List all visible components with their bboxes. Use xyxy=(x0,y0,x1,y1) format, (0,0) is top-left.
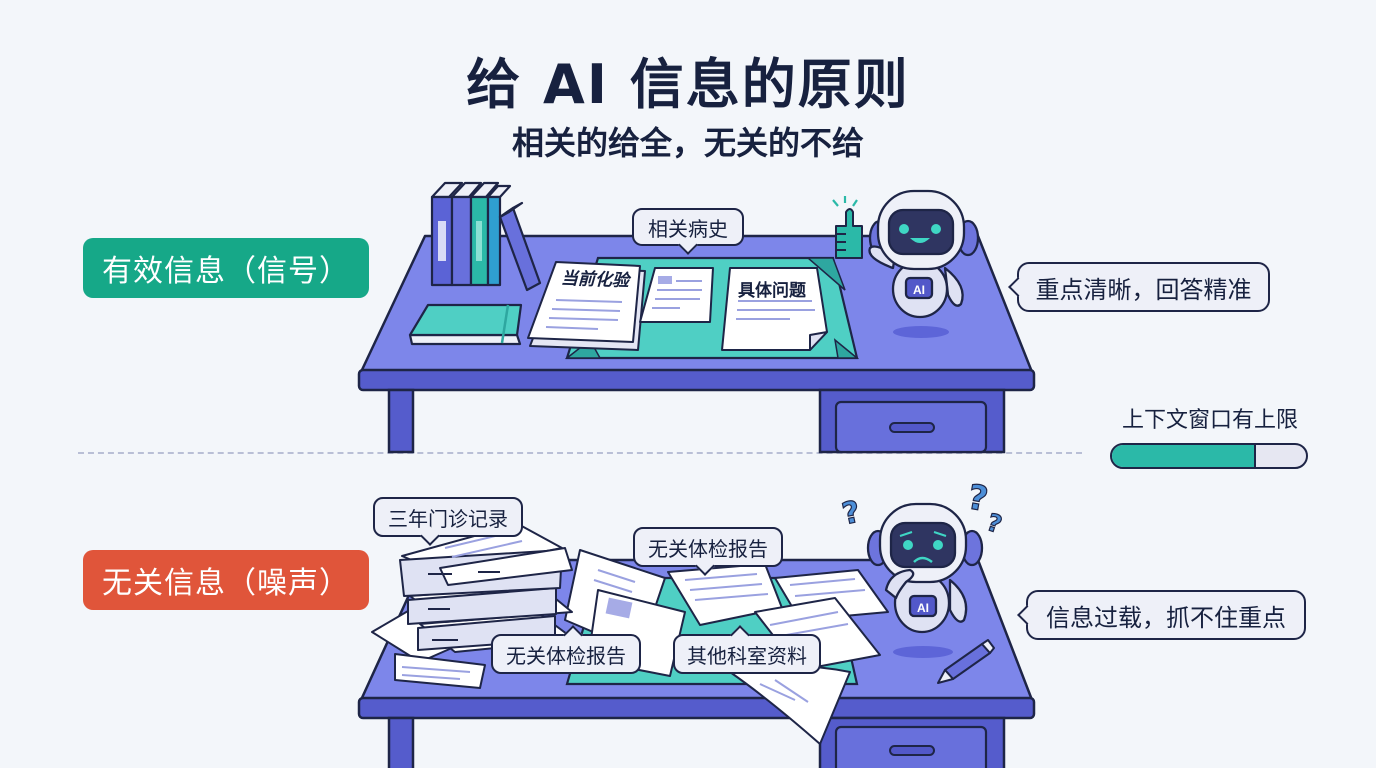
other-department-label: 其他科室资料 xyxy=(687,643,807,668)
signal-tag: 有效信息（信号） xyxy=(83,238,369,298)
svg-text:?: ? xyxy=(839,494,863,532)
page-subtitle: 相关的给全，无关的不给 xyxy=(511,124,864,162)
svg-text:?: ? xyxy=(965,477,991,520)
noise-speech-bubble: 信息过载，抓不住重点 xyxy=(1017,590,1306,640)
noise-tag: 无关信息（噪声） xyxy=(83,550,369,610)
irrelevant-checkup-label-top: 无关体检报告 xyxy=(648,536,768,561)
section-divider xyxy=(78,452,1082,454)
svg-text:?: ? xyxy=(983,508,1005,539)
related-history-bubble: 相关病史 xyxy=(632,208,744,255)
context-window-fill xyxy=(1112,445,1256,467)
noise-speech-text: 信息过载，抓不住重点 xyxy=(1046,603,1286,632)
svg-text:AI: AI xyxy=(913,283,925,297)
irrelevant-checkup-bubble-top: 无关体检报告 xyxy=(633,527,783,576)
signal-speech-bubble: 重点清晰，回答精准 xyxy=(1008,262,1270,312)
svg-text:AI: AI xyxy=(917,601,929,615)
irrelevant-checkup-bubble-bottom: 无关体检报告 xyxy=(491,625,641,674)
other-department-bubble: 其他科室资料 xyxy=(673,625,821,674)
signal-desk-illustration: AI xyxy=(357,181,1036,454)
context-window-label: 上下文窗口有上限 xyxy=(1121,408,1298,433)
outpatient-records-label: 三年门诊记录 xyxy=(388,506,508,531)
irrelevant-checkup-label-bottom: 无关体检报告 xyxy=(506,643,626,668)
thumbs-up-icon xyxy=(832,196,863,259)
context-window-bar xyxy=(1110,443,1308,469)
doc-label-specific-question: 具体问题 xyxy=(738,281,806,301)
outpatient-records-bubble: 三年门诊记录 xyxy=(373,497,523,546)
page-title: 给 AI 信息的原则 xyxy=(466,53,910,116)
pen-icon xyxy=(937,639,995,684)
signal-speech-text: 重点清晰，回答精准 xyxy=(1035,275,1252,304)
